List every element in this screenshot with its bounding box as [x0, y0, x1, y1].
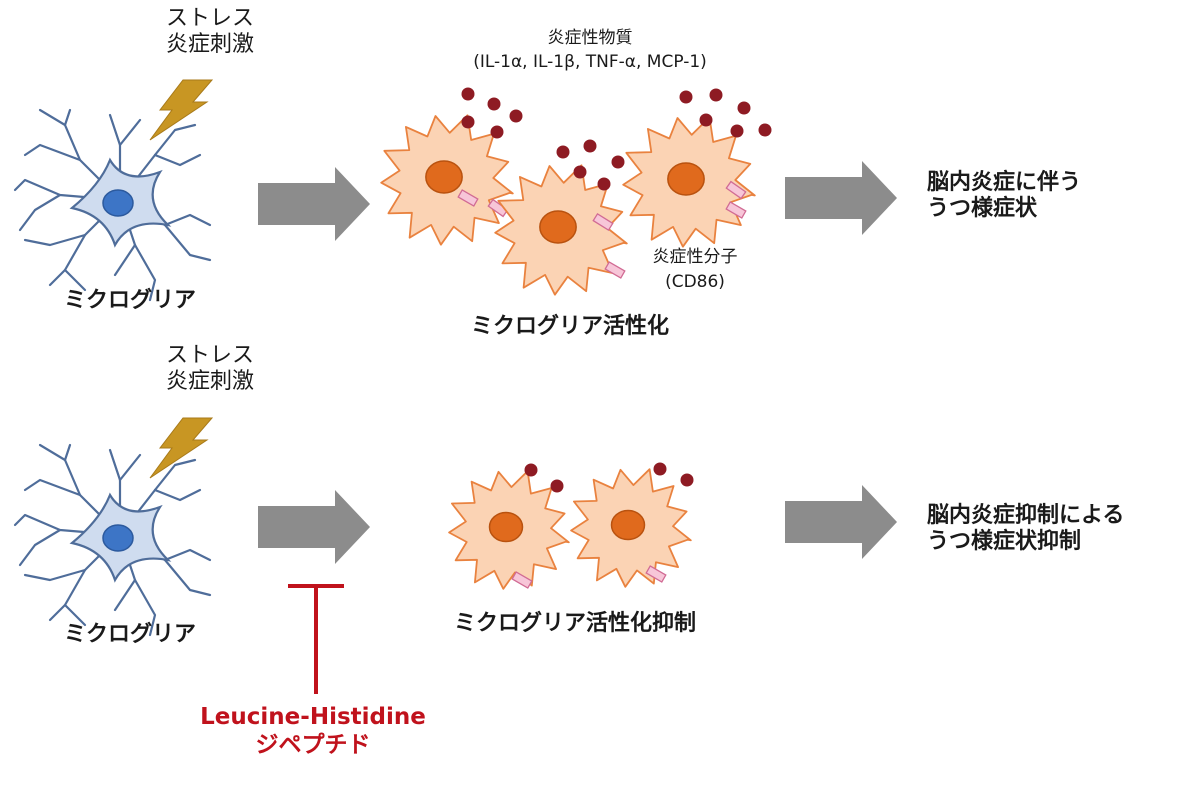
bottom-stimulus-label: ストレス 炎症刺激 [165, 343, 254, 395]
microglia-process [118, 453, 142, 482]
cytokine-dot [679, 90, 693, 104]
bottom-arrow-1 [258, 490, 370, 564]
microglia-process [63, 268, 87, 292]
activated-cell-nucleus [610, 509, 646, 541]
cytokine-dot [573, 165, 587, 179]
activated-cell-nucleus [667, 162, 705, 196]
cytokines-title: 炎症性物質 [547, 28, 633, 48]
microglia-process [153, 488, 202, 502]
cytokine-dot [699, 113, 713, 127]
top-arrow-1 [258, 167, 370, 241]
cytokine-dot [583, 139, 597, 153]
cytokine-dot [680, 473, 694, 487]
bottom-outcome-label: 脳内炎症抑制による うつ様症状抑制 [927, 503, 1125, 555]
microglia-process [38, 108, 67, 127]
microglia-nucleus [102, 189, 134, 217]
cytokine-dot [487, 97, 501, 111]
cd86-receptor-icon [645, 565, 667, 583]
top-resting-microglia-label: ミクログリア [63, 288, 196, 313]
cd86-receptor-icon [511, 571, 533, 589]
bottom-resting-microglia [13, 443, 212, 637]
cytokine-dot [490, 125, 504, 139]
cd86-title: 炎症性分子 [652, 247, 738, 267]
top-activated-label: ミクログリア活性化 [470, 314, 669, 339]
bottom-cytokine-dots [524, 462, 694, 493]
microglia-process [163, 548, 212, 562]
cytokine-dot [709, 88, 723, 102]
cytokine-dot [461, 115, 475, 129]
bottom-suppressed-cell-1 [448, 470, 570, 590]
cytokine-dot [653, 462, 667, 476]
top-stimulus-label: ストレス 炎症刺激 [165, 6, 254, 58]
top-cytokine-dots [461, 87, 772, 191]
bottom-lightning-icon [149, 417, 214, 479]
activated-cell-nucleus [488, 511, 524, 543]
inhibitor-label: Leucine-Histidine ジペプチド [153, 704, 473, 759]
microglia-process [153, 153, 202, 167]
microglia-nucleus [102, 524, 134, 552]
top-activated-cell-1 [380, 114, 514, 246]
inhibitor-name: Leucine-Histidine [200, 704, 426, 730]
bottom-resting-microglia-label: ミクログリア [63, 622, 196, 647]
cytokine-dot [758, 123, 772, 137]
microglia-process [113, 243, 137, 277]
microglia-process [23, 233, 87, 247]
cytokine-dot [597, 177, 611, 191]
top-outcome-label: 脳内炎症に伴う うつ様症状 [927, 170, 1082, 222]
cytokine-dot [550, 479, 564, 493]
activated-cell-nucleus [425, 160, 463, 194]
microglia-process [23, 568, 87, 582]
cytokine-dot [737, 101, 751, 115]
microglia-process [113, 578, 137, 612]
cd86-receptor-icon [725, 201, 747, 219]
cytokine-dot [524, 463, 538, 477]
microglia-process [18, 193, 62, 232]
microglia-process [38, 443, 67, 462]
bottom-suppressed-cell-2 [570, 468, 692, 588]
microglia-process [18, 528, 62, 567]
microglia-process [118, 118, 142, 147]
cytokine-dot [730, 124, 744, 138]
top-activated-cell-3 [622, 116, 756, 248]
cytokine-dot [509, 109, 523, 123]
cytokine-dot [461, 87, 475, 101]
top-lightning-icon [149, 79, 214, 141]
bottom-suppressed-label: ミクログリア活性化抑制 [453, 611, 696, 636]
cd86-name: (CD86) [665, 272, 725, 292]
activated-cell-nucleus [539, 210, 577, 244]
bottom-arrow-2 [785, 485, 897, 559]
inhibitor-type: ジペプチド [255, 731, 371, 758]
cytokine-dot [556, 145, 570, 159]
top-resting-microglia [13, 108, 212, 302]
microglia-process [163, 213, 212, 227]
cd86-receptor-icon [604, 261, 626, 279]
cytokines-list: (IL-1α, IL-1β, TNF-α, MCP-1) [473, 52, 707, 72]
microglia-process [23, 143, 82, 162]
cytokine-dot [611, 155, 625, 169]
cd86-receptor-icon [592, 212, 614, 232]
microglia-process [63, 603, 87, 627]
top-arrow-2 [785, 161, 897, 235]
top-activated-cell-2 [457, 164, 628, 296]
cd86-receptor-icon [725, 180, 747, 200]
microglia-process [23, 478, 82, 497]
cd86-receptor-icon [457, 189, 479, 207]
